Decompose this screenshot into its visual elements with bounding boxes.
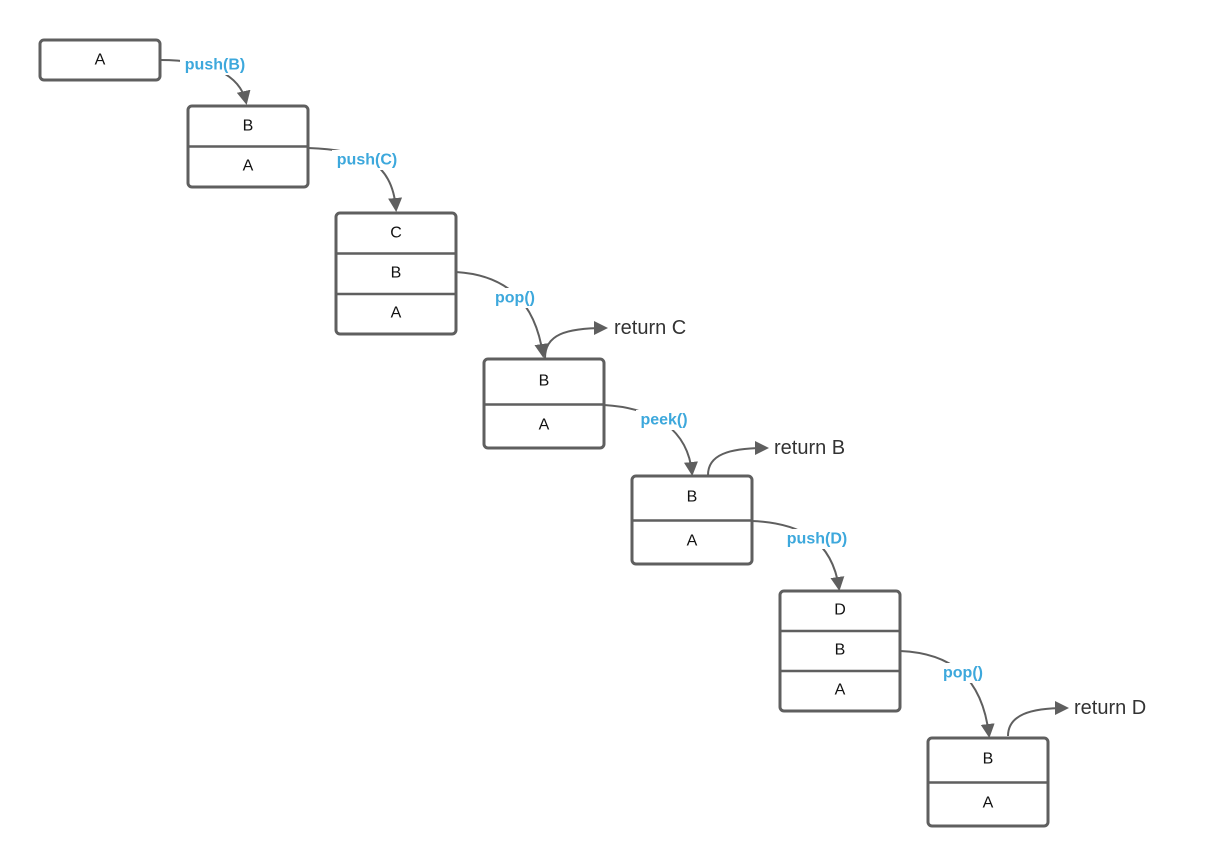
stack-cell: B	[983, 751, 994, 768]
stack-state-1: A	[38, 38, 162, 82]
stack-state-4: B A	[482, 357, 606, 450]
stack-cell: A	[539, 417, 550, 434]
return-labels: return C return B return D	[614, 317, 1146, 719]
operation-label: pop()	[943, 665, 983, 682]
stack-cell: B	[835, 642, 846, 659]
operation-label: peek()	[640, 412, 687, 429]
stack-state-2: B A	[186, 104, 310, 189]
stack-cell: A	[983, 795, 994, 812]
stack-cell: A	[835, 682, 846, 699]
stack-state-7: B A	[926, 736, 1050, 828]
stack-cell: A	[391, 305, 402, 322]
stack-state-3: C B A	[334, 211, 458, 336]
return-label: return B	[774, 437, 845, 459]
operation-label: push(C)	[337, 152, 397, 169]
operation-labels: push(B) push(C) pop() peek() push(D) pop…	[180, 55, 988, 683]
return-label: return C	[614, 317, 686, 339]
stack-state-5: B A	[630, 474, 754, 566]
connector-pop-1	[455, 271, 549, 358]
stack-cell: D	[834, 602, 846, 619]
return-arrow-b	[707, 441, 769, 476]
stack-cell: C	[390, 225, 402, 242]
return-arrow-c	[544, 321, 608, 359]
stack-cell: A	[95, 52, 106, 69]
operation-label: pop()	[495, 290, 535, 307]
stack-state-6: D B A	[778, 589, 902, 713]
stack-cell: B	[243, 118, 254, 135]
stack-cell: B	[539, 373, 550, 390]
stack-cell: B	[391, 265, 402, 282]
operation-label: push(D)	[787, 531, 847, 548]
operation-label: push(B)	[185, 57, 245, 74]
stack-cell: A	[687, 533, 698, 550]
return-arrow-d	[1007, 701, 1069, 737]
stack-cell: A	[243, 158, 254, 175]
return-label: return D	[1074, 697, 1146, 719]
stack-cell: B	[687, 489, 698, 506]
